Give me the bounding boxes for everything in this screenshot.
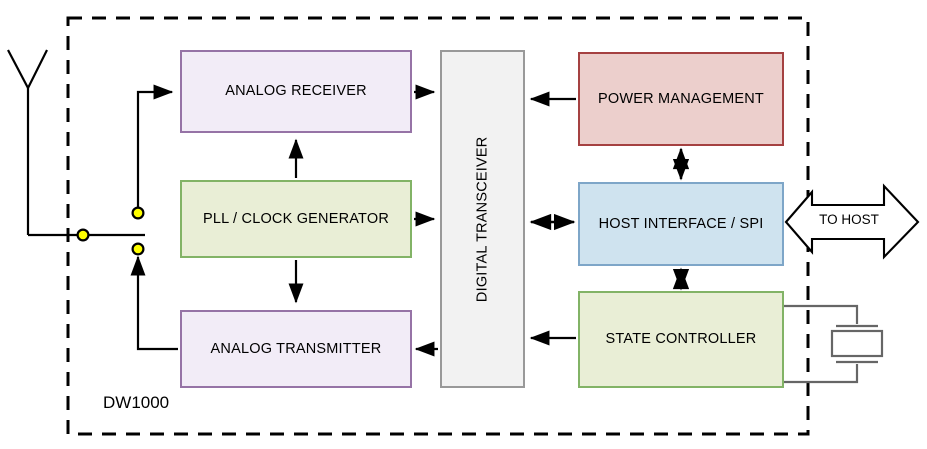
to-host-label: TO HOST bbox=[819, 212, 879, 227]
block-host-interface-spi[interactable]: HOST INTERFACE / SPI bbox=[578, 182, 784, 266]
block-state-controller[interactable]: STATE CONTROLLER bbox=[578, 291, 784, 388]
crystal-oscillator-icon bbox=[784, 304, 884, 384]
block-analog-transmitter[interactable]: ANALOG TRANSMITTER bbox=[180, 310, 412, 388]
block-label-power-management: POWER MANAGEMENT bbox=[598, 90, 764, 107]
block-label-host-interface-spi: HOST INTERFACE / SPI bbox=[598, 215, 764, 232]
to-host-block-arrow bbox=[784, 183, 920, 260]
connection-antenna-to-receiver bbox=[131, 84, 174, 220]
switch-rx-node-dot bbox=[131, 206, 145, 220]
connection-transmitter-to-antenna bbox=[130, 242, 178, 351]
switch-common-node-dot bbox=[76, 228, 90, 242]
block-analog-receiver[interactable]: ANALOG RECEIVER bbox=[180, 50, 412, 133]
chip-label-dw1000: DW1000 bbox=[103, 393, 170, 412]
block-pll-clock-generator[interactable]: PLL / CLOCK GENERATOR bbox=[180, 180, 412, 258]
block-power-management[interactable]: POWER MANAGEMENT bbox=[578, 52, 784, 146]
block-label-analog-receiver: ANALOG RECEIVER bbox=[225, 83, 367, 100]
antenna-icon bbox=[7, 49, 145, 237]
block-label-analog-transmitter: ANALOG TRANSMITTER bbox=[210, 340, 382, 357]
block-label-pll-clock-generator: PLL / CLOCK GENERATOR bbox=[202, 210, 390, 227]
block-label-state-controller: STATE CONTROLLER bbox=[605, 331, 757, 348]
block-digital-transceiver[interactable]: DIGITAL TRANSCEIVER bbox=[440, 50, 525, 388]
switch-tx-node-dot bbox=[131, 242, 145, 256]
block-label-digital-transceiver: DIGITAL TRANSCEIVER bbox=[474, 136, 491, 302]
